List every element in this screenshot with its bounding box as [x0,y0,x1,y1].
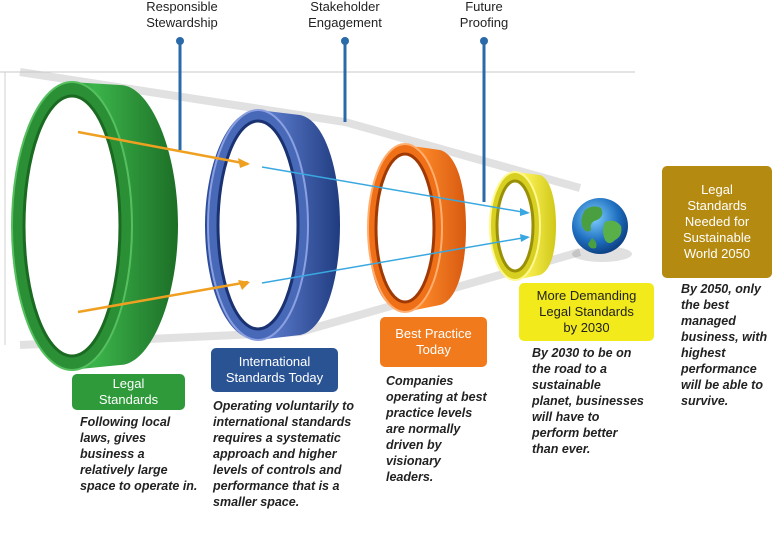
ring-best-practice [367,143,466,313]
box-best-practice: Best Practice Today [380,317,487,367]
desc-2030: By 2030 to be on the road to a sustainab… [532,346,644,456]
pin-future-proofing [480,37,488,202]
arrow-orange-lower [77,280,249,314]
pin-stakeholder-engagement [341,37,349,122]
desc-2050: By 2050, only the best managed business,… [681,282,768,408]
ring-2030 [489,171,556,281]
box-international-standards: International Standards Today [211,348,338,392]
arrow-blue-upper [261,166,529,214]
ring-legal-standards [11,81,178,371]
desc-international-standards: Operating voluntarily to international s… [213,399,354,509]
globe-icon [572,198,632,262]
arrow-blue-lower [261,236,529,284]
desc-best-practice: Companies operating at best practice lev… [386,374,487,484]
ring-international-standards [205,109,340,341]
box-legal-standards: Legal Standards [72,374,185,410]
desc-legal-standards: Following local laws, gives business a r… [80,415,198,493]
label-future-proofing: Future Proofing [459,0,509,30]
label-responsible-stewardship: Responsible Stewardship [146,0,218,30]
label-stakeholder-engagement: Stakeholder Engagement [308,0,382,30]
box-2050-standards: Legal Standards Needed for Sustainable W… [662,166,772,278]
pin-responsible-stewardship [176,37,184,150]
box-2030-standards: More Demanding Legal Standards by 2030 [519,283,654,341]
arrow-orange-upper [77,130,249,166]
